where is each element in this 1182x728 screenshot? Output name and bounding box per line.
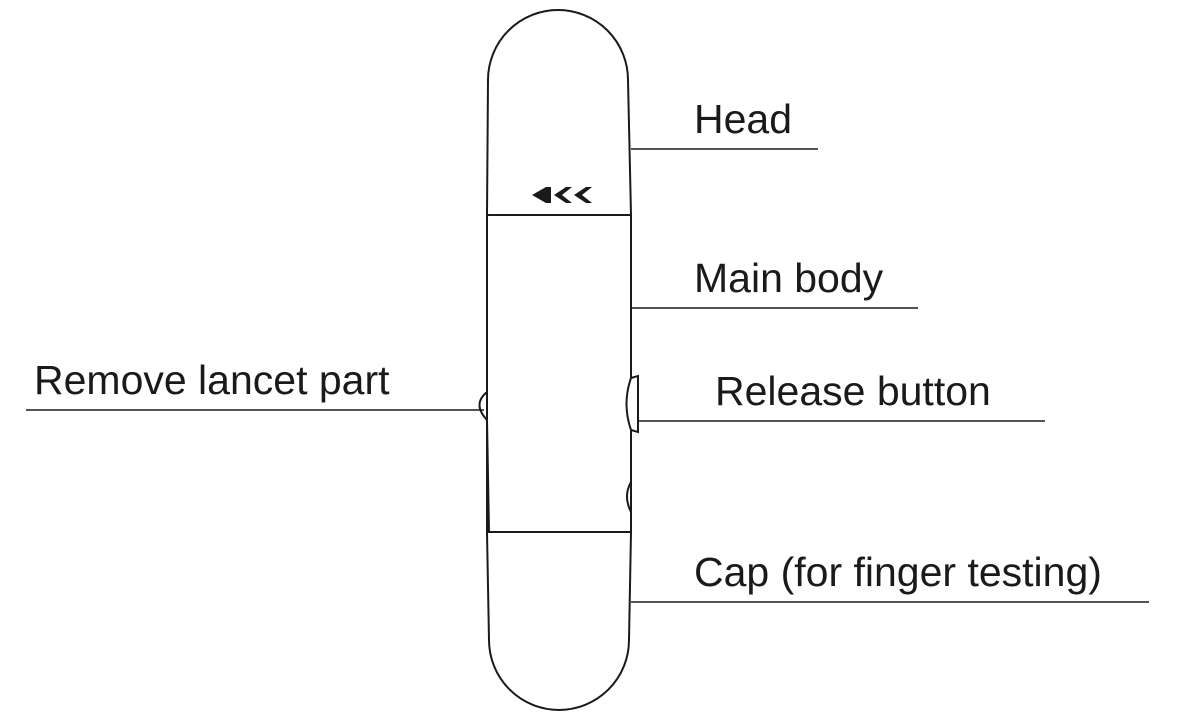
cap-label: Cap (for finger testing) — [694, 549, 1102, 595]
release-button-shape[interactable] — [625, 374, 639, 434]
remove-lancet-label: Remove lancet part — [34, 357, 390, 403]
triple-chevron-left-icon — [532, 187, 592, 203]
remove-lancet-bump[interactable] — [478, 389, 488, 423]
remove-lancet-seam — [486, 419, 490, 533]
release-button-label: Release button — [715, 368, 991, 414]
lancing-device — [478, 9, 639, 711]
device-outline — [486, 9, 632, 711]
head-label: Head — [694, 96, 792, 142]
main-body-label: Main body — [694, 255, 884, 301]
side-notch — [626, 481, 632, 513]
